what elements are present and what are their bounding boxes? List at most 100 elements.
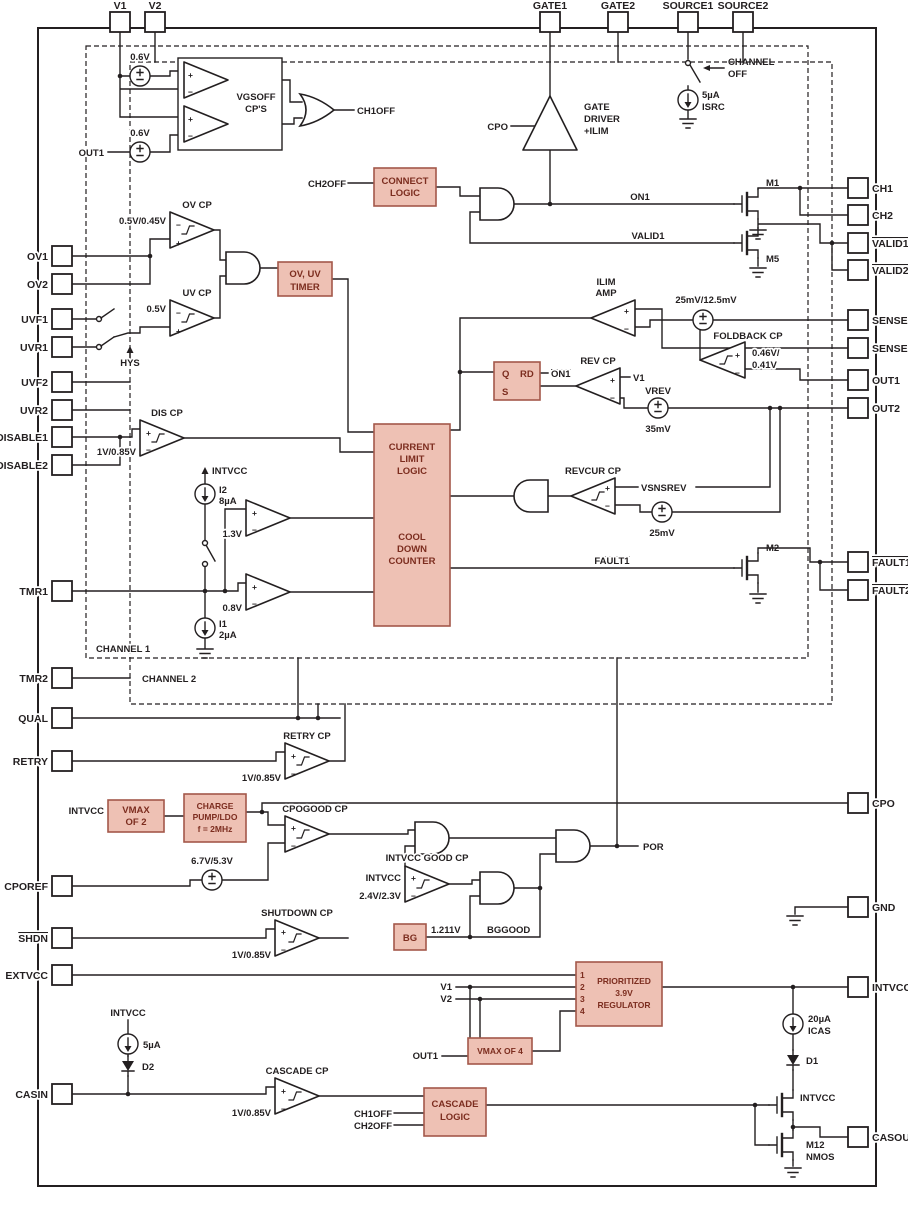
casout-section: 20µA ICAS D1 INTVCC M12 NMOS [767, 915, 837, 1178]
voltage-source-vrev [647, 397, 669, 419]
tmr-switch-contact-2 [201, 560, 209, 568]
isrc-value: 5µA [702, 90, 720, 101]
pin-label-valid1: VALID1 [872, 238, 908, 250]
pin-v1: V1 [109, 0, 131, 33]
vgsoff-label-2: CP'S [245, 104, 267, 115]
minus-sign: − [188, 87, 193, 97]
shutdown-cp-label: SHUTDOWN CP [261, 908, 333, 919]
ovuv-timer-block [277, 261, 333, 297]
d1-label: D1 [806, 1056, 819, 1067]
cpogood-triangle [284, 815, 330, 853]
retry-threshold: 1V/0.85V [242, 773, 282, 784]
bg-voltage-label: 1.211V [431, 925, 461, 936]
pin-ch2: CH2 [847, 204, 895, 226]
casin-source-value: 5µA [143, 1040, 161, 1051]
junction-dots [117, 73, 835, 1130]
voltage-source-25mv [651, 501, 673, 523]
intvcc-i2-label: INTVCC [212, 466, 248, 477]
pin-intvcc: INTVCC [847, 976, 908, 998]
shutdown-threshold: 1V/0.85V [232, 950, 272, 961]
dis-cp-label: DIS CP [151, 408, 183, 419]
channel-off-arrow [703, 65, 710, 71]
revcur-triangle [570, 477, 616, 515]
pin-label-fault1: FAULT1 [872, 557, 908, 569]
pin-label-v1: V1 [114, 0, 127, 12]
pin-label-fault2: FAULT2 [872, 585, 908, 597]
regulator-in2: 2 [580, 982, 585, 992]
and-gate-por-1 [414, 821, 450, 855]
foldback-cp: FOLDBACK CP 0.46V/ 0.41V [699, 329, 785, 379]
cascade-threshold: 1V/0.85V [232, 1108, 272, 1119]
latch-block [493, 361, 541, 401]
pin-fault1: FAULT1 [847, 551, 908, 573]
and-gate-bggood [479, 871, 515, 905]
i1-value: 2µA [219, 630, 237, 641]
voltage-source-0p6v-1 [129, 65, 151, 87]
pin-label-out2: OUT2 [872, 403, 900, 415]
pin-label-retry: RETRY [13, 756, 48, 768]
rev-latch: Q RD S ON1 [493, 361, 573, 401]
pin-valid1: VALID1 [847, 232, 908, 254]
vgsoff-label-1: VGSOFF [236, 92, 275, 103]
rev-cp-label: REV CP [580, 356, 616, 367]
m12-type-label: NMOS [806, 1152, 835, 1163]
and-gate-ovuv [225, 251, 261, 285]
plus-sign: + [291, 823, 296, 833]
pin-label-extvcc: EXTVCC [5, 970, 48, 982]
foldback-threshold-1: 0.46V/ [752, 348, 780, 359]
mosfet-cascode [767, 1088, 795, 1122]
minus-sign: − [735, 368, 740, 378]
pin-casin: CASIN [14, 1083, 73, 1105]
uvr1-switch-contact [95, 343, 103, 351]
ground-symbol [749, 593, 767, 604]
intvcc-vmax-label: INTVCC [69, 806, 105, 817]
i2-name: I2 [219, 485, 227, 496]
vgsoff-section: + − + − VGSOFF CP'S 0.6V 0.6V OUT1 CH1OF… [77, 50, 397, 163]
comparator-signs: − + − + + − + − + − + − + − + − + − + − [146, 220, 740, 1114]
gate-driver-triangle [522, 95, 578, 151]
gate-driver-label-1: GATE [584, 102, 610, 113]
vgsoff-out1-label: OUT1 [79, 148, 105, 159]
switch-contact [684, 59, 692, 67]
pin-label-valid2: VALID2 [872, 265, 908, 277]
ground-symbol [749, 267, 767, 278]
plus-sign: + [610, 375, 615, 385]
isrc-name: ISRC [702, 102, 725, 113]
wires-fault [449, 547, 849, 593]
m2-label: M2 [766, 543, 779, 554]
cascade-logic-label-2: LOGIC [440, 1112, 470, 1123]
pin-label-source1: SOURCE1 [663, 0, 714, 12]
current-source-icas [782, 1013, 804, 1035]
pin-label-disable1: DISABLE1 [0, 432, 48, 444]
rev-v1-label: V1 [633, 373, 645, 384]
channel1-boundary [85, 45, 809, 659]
dis-tmr-section: DIS CP 1V/0.85V INTVCC I2 8µA I1 2µA + −… [95, 406, 291, 659]
pin-label-ov2: OV2 [27, 279, 48, 291]
pin-uvf2: UVF2 [19, 371, 73, 393]
ilim-amp-triangle [590, 299, 636, 337]
cascade-logic-label-1: CASCADE [432, 1099, 479, 1110]
plus-sign: + [735, 350, 740, 360]
regulator-label-1: PRIORITIZED [597, 976, 651, 986]
current-source-isrc [677, 89, 699, 111]
pin-label-gnd: GND [872, 902, 896, 914]
ilim-ref-label: 25mV/12.5mV [675, 295, 737, 306]
wires-shdn-extvcc-reg [71, 906, 849, 1091]
regulator-in4: 4 [580, 1006, 585, 1016]
pin-label-uvr2: UVR2 [20, 405, 48, 417]
ov-uv-section: OV CP 0.5V/0.45V UV CP 0.5V HYS OV, UV T… [95, 198, 333, 371]
dis-threshold: 1V/0.85V [97, 447, 137, 458]
foldback-threshold-2: 0.41V [752, 360, 777, 371]
vrev-value: 35mV [645, 424, 671, 435]
plus-sign: + [188, 114, 193, 124]
pin-fault2: FAULT2 [847, 579, 908, 601]
diode-d1 [786, 1049, 800, 1071]
and-gate-on1 [479, 187, 515, 221]
bggood-label: BGGOOD [487, 925, 530, 936]
diode-d2 [121, 1055, 135, 1077]
latch-q-label: Q [502, 369, 509, 380]
minus-sign: − [146, 445, 151, 455]
chargepump-block [183, 793, 247, 843]
regulator-block [575, 961, 663, 1027]
climit-label-2: LIMIT [400, 454, 425, 465]
